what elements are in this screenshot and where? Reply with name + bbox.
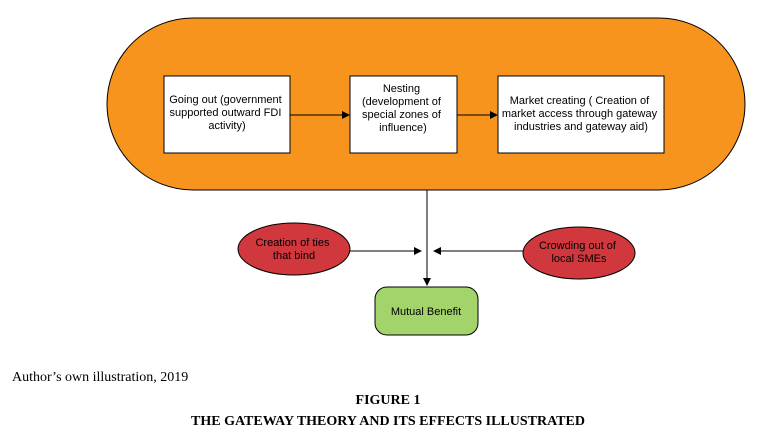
stage-label-going-out: Going out (government supported outward …	[169, 94, 285, 132]
stage-box-nesting	[349, 75, 458, 154]
stage-label-nesting: Nesting (development of special zones of…	[362, 83, 444, 134]
stage-box-market-creating	[497, 75, 665, 154]
gateway-theory-diagram: Going out (government supported outward …	[106, 17, 746, 336]
stage-label-market-creating: Market creating ( Creation of market acc…	[502, 95, 660, 133]
effect-label-crowding-out: Crowding out of local SMEs	[539, 240, 619, 265]
stage-box-going-out	[163, 75, 291, 154]
outcome-mutual-benefit	[374, 286, 479, 336]
source-note: Author’s own illustration, 2019	[12, 370, 189, 385]
figure-number: FIGURE 1	[355, 393, 421, 408]
outcome-label: Mutual Benefit	[391, 306, 461, 318]
effect-ellipse-ties-that-bind	[237, 222, 351, 276]
figure-title: THE GATEWAY THEORY AND ITS EFFECTS ILLUS…	[191, 414, 585, 429]
effect-ellipse-crowding-out	[522, 226, 636, 280]
effect-label-ties-that-bind: Creation of ties that bind	[255, 237, 332, 262]
